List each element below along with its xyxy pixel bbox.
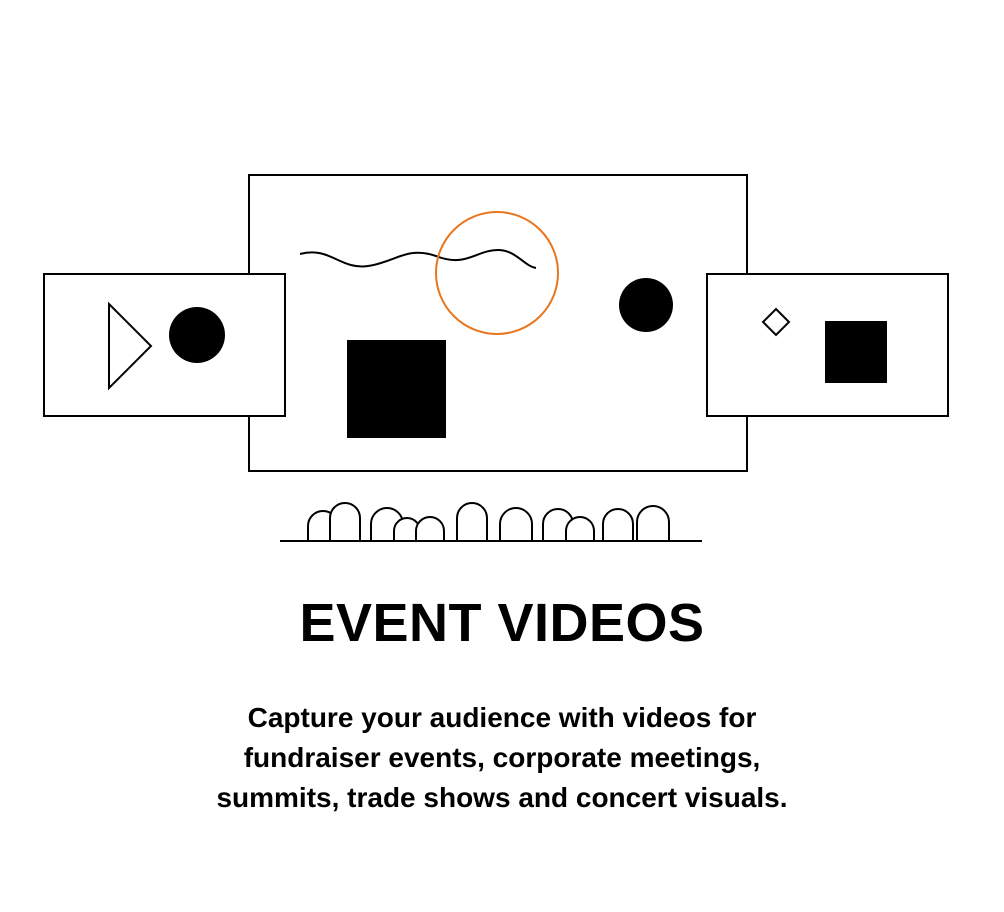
event-screens-illustration bbox=[43, 174, 949, 542]
left-screen bbox=[43, 273, 286, 417]
audience-head bbox=[565, 516, 595, 541]
audience-head bbox=[329, 502, 361, 541]
circle-icon bbox=[619, 278, 673, 332]
description-line: summits, trade shows and concert visuals… bbox=[216, 782, 788, 813]
audience-icon bbox=[280, 502, 702, 542]
description-line: fundraiser events, corporate meetings, bbox=[243, 742, 761, 773]
audience-head bbox=[602, 508, 634, 541]
square-icon bbox=[825, 321, 887, 383]
main-screen-frame bbox=[248, 174, 748, 472]
audience-head bbox=[415, 516, 445, 541]
audience-head bbox=[499, 507, 533, 541]
right-screen bbox=[706, 273, 949, 417]
audience-head bbox=[636, 505, 670, 541]
ring-icon bbox=[435, 211, 559, 335]
diamond-icon bbox=[761, 307, 791, 337]
wave-icon bbox=[299, 248, 537, 269]
description-line: Capture your audience with videos for bbox=[247, 702, 757, 733]
main-screen bbox=[248, 174, 748, 472]
play-triangle-icon bbox=[108, 301, 153, 391]
description-text: Capture your audience with videos for fu… bbox=[0, 698, 1004, 818]
left-screen-frame bbox=[43, 273, 286, 417]
square-icon bbox=[347, 340, 446, 438]
page-title: EVENT VIDEOS bbox=[299, 593, 705, 653]
audience-head bbox=[456, 502, 488, 541]
circle-icon bbox=[169, 307, 225, 363]
